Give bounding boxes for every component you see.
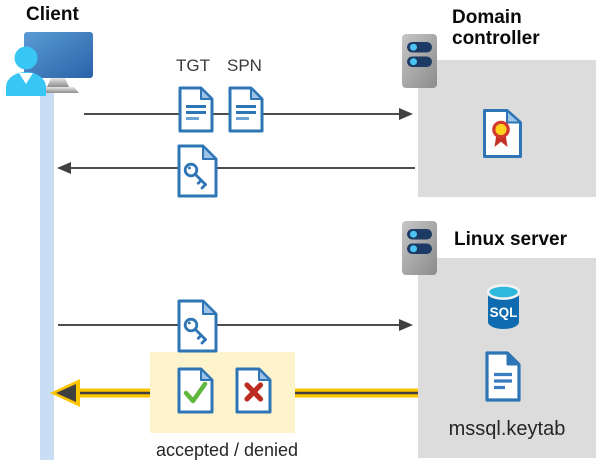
tgt-label: TGT <box>176 56 210 75</box>
client-lifeline <box>40 86 54 460</box>
monitor-stand <box>47 78 69 87</box>
spn-label: SPN <box>227 56 262 75</box>
accepted-denied-label: accepted / denied <box>155 440 299 460</box>
server-icon-linux <box>401 220 438 276</box>
accepted-document-icon <box>177 367 214 414</box>
key-document-icon <box>177 299 218 353</box>
client-user-monitor-icon <box>2 30 102 96</box>
sql-database-icon: SQL <box>486 283 521 332</box>
monitor-base <box>37 87 79 93</box>
domain-controller-label: Domain controller <box>452 7 540 49</box>
arrow-client-to-linux <box>58 319 413 331</box>
client-label: Client <box>26 4 79 25</box>
key-document-icon <box>177 144 218 198</box>
monitor-screen <box>24 32 93 78</box>
sql-label: SQL <box>490 305 518 320</box>
tgt-document-icon <box>178 86 214 133</box>
person-head <box>14 46 38 70</box>
linux-server-label: Linux server <box>454 229 567 250</box>
denied-document-icon <box>235 367 272 414</box>
person-collar <box>19 73 33 84</box>
mssql-keytab-label: mssql.keytab <box>448 418 566 440</box>
certificate-icon <box>482 108 523 159</box>
accepted-denied-highlight-box <box>150 352 295 433</box>
server-icon-domain-controller <box>401 33 438 89</box>
keytab-document-icon <box>485 351 521 402</box>
spn-document-icon <box>228 86 264 133</box>
arrow-dc-to-client <box>57 162 415 174</box>
